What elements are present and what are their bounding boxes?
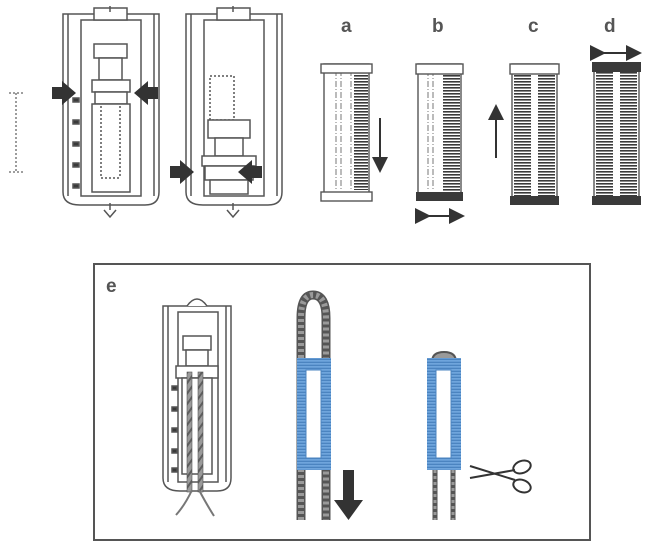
- step-label-d: d: [604, 16, 616, 37]
- step-b-rollers: [415, 63, 464, 201]
- arrow-icon: [52, 81, 76, 105]
- step-label-c: c: [528, 16, 539, 37]
- device-bottom-position: [185, 6, 283, 219]
- blue-band: [427, 358, 461, 470]
- height-bracket: [9, 92, 23, 173]
- step-a-rollers: [320, 63, 373, 202]
- arrow-icon: [170, 160, 194, 184]
- cord-ends: [175, 489, 215, 517]
- arrow-icon: [238, 160, 262, 184]
- cord: [186, 371, 193, 493]
- blue-band: [297, 358, 331, 470]
- cord: [197, 371, 204, 493]
- step-d-rollers: [592, 62, 641, 205]
- cord-loop: [296, 290, 331, 520]
- device-with-cord: [162, 298, 232, 492]
- step-label-a: a: [341, 16, 352, 37]
- step-c-rollers: [509, 63, 560, 205]
- step-label-b: b: [432, 16, 444, 37]
- device-top-position: [62, 6, 160, 219]
- step-label-e: e: [106, 276, 117, 297]
- arrow-icon: [334, 470, 363, 520]
- arrow-icon: [134, 81, 158, 105]
- scissors-icon: [469, 459, 532, 494]
